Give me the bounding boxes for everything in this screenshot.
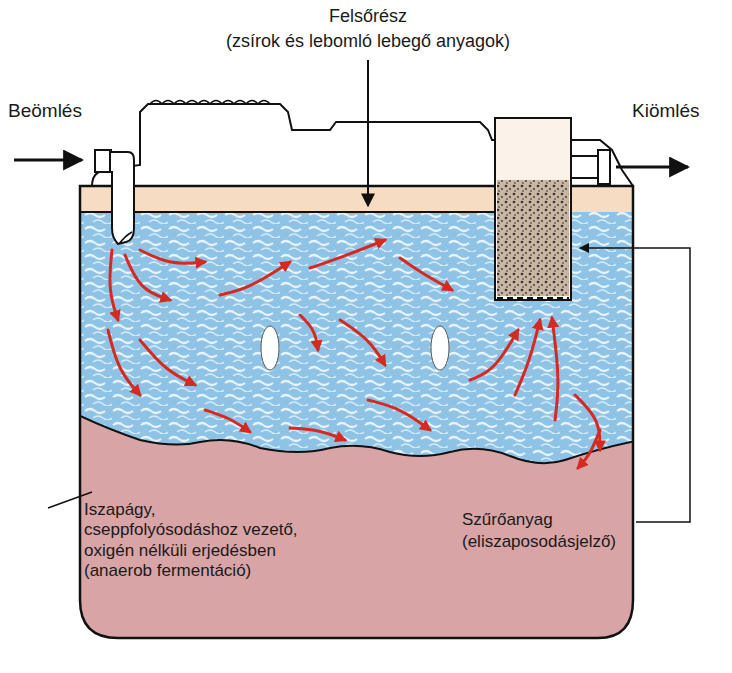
inlet-pipe <box>110 152 134 244</box>
leader-line <box>367 60 369 206</box>
baffle-opening <box>431 326 449 370</box>
inlet-flange <box>95 150 111 172</box>
filter-note: (eliszaposodásjelző) <box>462 532 616 552</box>
inlet-pipe <box>119 232 132 244</box>
flow-arrow <box>552 318 558 420</box>
flow-arrow <box>578 430 600 468</box>
outlet-label: Kiömlés <box>632 100 700 123</box>
flow-arrow <box>368 400 430 430</box>
tank-lid <box>92 104 495 186</box>
flow-arrow <box>290 428 345 440</box>
sludge-label: Iszapágy, cseppfolyósodáshoz vezető, oxi… <box>84 500 299 582</box>
flow-arrow <box>470 330 518 380</box>
water-surface <box>80 211 495 213</box>
filter-housing <box>495 118 571 300</box>
flow-arrow <box>110 250 118 320</box>
filter-grid <box>497 297 569 299</box>
flow-arrow <box>340 320 385 365</box>
filter-medium <box>497 180 569 296</box>
leader-line <box>580 248 690 522</box>
baffle-opening <box>261 326 279 370</box>
flow-arrow <box>220 262 290 295</box>
outlet-flange <box>598 150 610 184</box>
flow-arrow <box>310 240 385 268</box>
sludge-bed <box>78 415 640 645</box>
access-cover <box>150 101 270 105</box>
outflow-arrow <box>616 166 688 169</box>
flow-arrow <box>108 330 140 395</box>
inlet-label: Beömlés <box>8 100 82 123</box>
filter-label: Szűrőanyag <box>462 510 553 530</box>
flow-arrow <box>400 258 452 290</box>
heading-label: Felsőrész <box>329 6 407 28</box>
flow-arrow <box>300 315 318 350</box>
flow-arrow <box>140 250 205 263</box>
flow-arrows <box>108 240 600 468</box>
flow-arrow <box>125 255 170 300</box>
flow-arrow <box>140 340 195 385</box>
flow-arrow <box>205 410 250 432</box>
tank-lid <box>570 140 633 186</box>
heading-note: (zsírok és lebomló lebegő anyagok) <box>226 31 510 53</box>
inflow-arrow <box>14 159 82 162</box>
flow-arrow <box>515 320 540 395</box>
